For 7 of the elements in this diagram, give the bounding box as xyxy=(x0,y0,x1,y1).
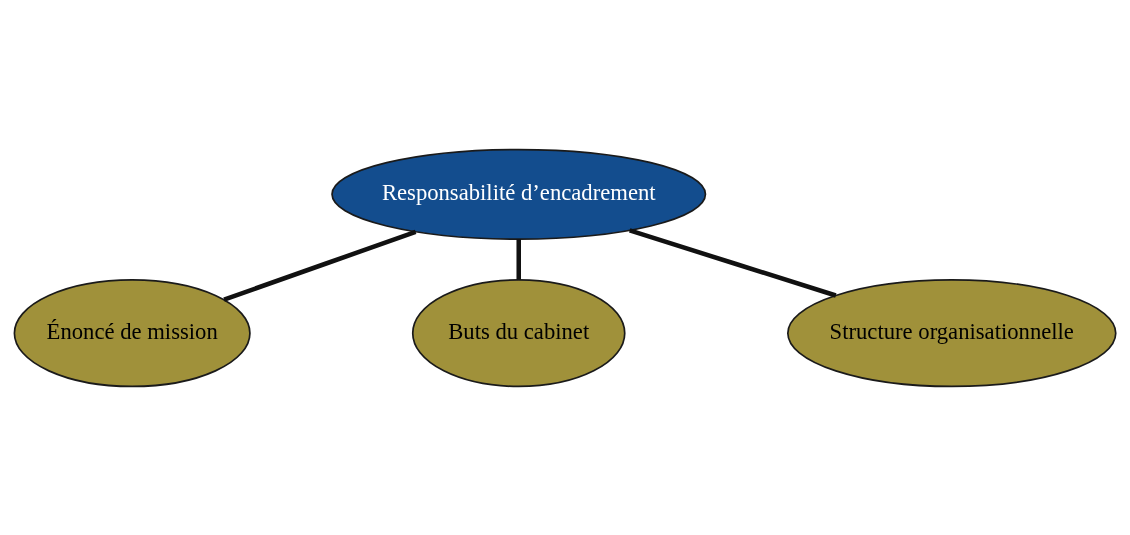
node-ellipse: Structure organisationnelle xyxy=(787,278,1117,387)
connector xyxy=(629,227,837,298)
node-ellipse: Énoncé de mission xyxy=(13,278,251,387)
node-ellipse: Responsabilité d’encadrement xyxy=(331,148,707,240)
node-ellipse: Buts du cabinet xyxy=(411,278,626,387)
connector xyxy=(223,229,417,302)
connector xyxy=(516,238,521,280)
